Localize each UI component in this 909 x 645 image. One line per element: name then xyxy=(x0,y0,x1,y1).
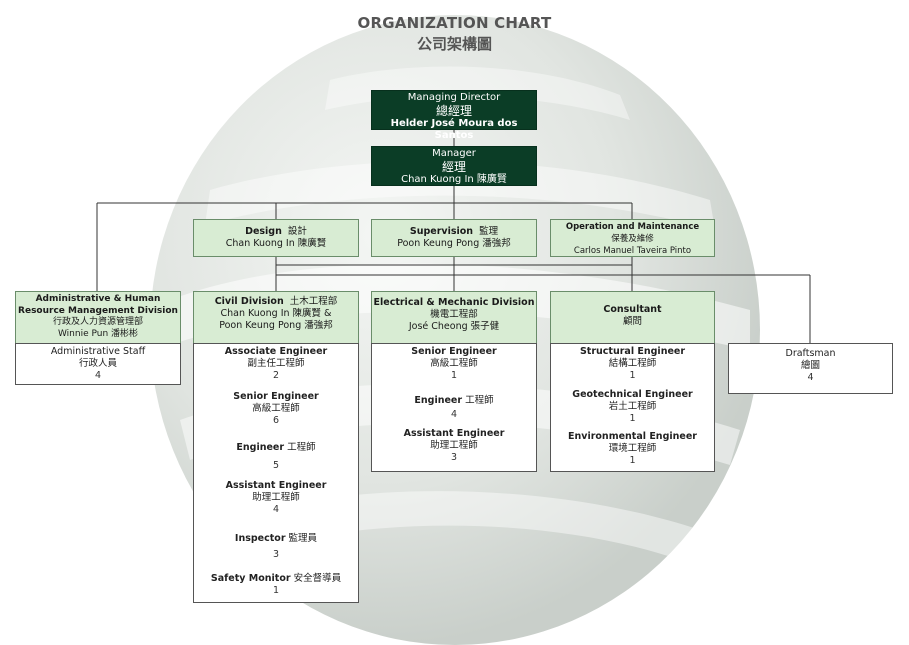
elec-item-title: Engineer xyxy=(414,395,463,406)
elec-item-count: 1 xyxy=(450,370,458,381)
civil-item: Safety Monitor 安全督導員 1 xyxy=(194,573,358,597)
consultant-title: Consultant xyxy=(603,304,662,315)
om-name: Carlos Manuel Taveira Pinto xyxy=(573,246,692,256)
admin-staff-title: Administrative Staff xyxy=(50,346,146,357)
civil-item-title: Engineer xyxy=(236,442,285,453)
design-title-zh: 設計 xyxy=(287,226,307,237)
elec-item: Assistant Engineer 助理工程師 3 xyxy=(372,428,536,464)
civil-division-box: Civil Division 土木工程部 Chan Kuong In 陳廣賢 &… xyxy=(193,291,359,344)
consult-item-title-zh: 結構工程師 xyxy=(608,358,657,369)
civil-item-count: 5 xyxy=(272,460,280,471)
elec-item-title: Senior Engineer xyxy=(411,346,497,357)
consult-item: Geotechnical Engineer 岩土工程師 1 xyxy=(551,389,714,425)
consult-item: Environmental Engineer 環境工程師 1 xyxy=(551,431,714,467)
electrical-division-box: Electrical & Mechanic Division 機電工程部 Jos… xyxy=(371,291,537,344)
civil-head-name-1: Chan Kuong In 陳廣賢 & xyxy=(220,308,332,319)
draftsman-title: Draftsman xyxy=(785,348,836,359)
consult-item-title-zh: 環境工程師 xyxy=(608,443,657,454)
civil-item: Associate Engineer 副主任工程師 2 xyxy=(194,346,358,382)
admin-staff-count: 4 xyxy=(94,370,102,381)
admin-title-line1: Administrative & Human xyxy=(35,294,161,304)
design-title: Design xyxy=(245,226,282,237)
civil-item-title: Safety Monitor xyxy=(210,573,291,584)
managing-director-box: Managing Director 總經理 Helder José Moura … xyxy=(371,90,537,141)
elec-item-count: 4 xyxy=(450,409,458,420)
civil-item-title-zh: 監理員 xyxy=(288,533,318,544)
civil-item-title: Associate Engineer xyxy=(224,346,328,357)
elec-item: Senior Engineer 高級工程師 1 xyxy=(372,346,536,382)
manager-name: Chan Kuong In 陳廣賢 xyxy=(401,174,507,185)
elec-title: Electrical & Mechanic Division xyxy=(373,297,535,308)
supervision-title-zh: 監理 xyxy=(479,226,499,237)
civil-title-zh: 土木工程部 xyxy=(289,296,338,307)
civil-head-name-2: Poon Keung Pong 潘強邦 xyxy=(219,320,333,331)
consult-item-title-zh: 岩土工程師 xyxy=(608,401,657,412)
supervision-name: Poon Keung Pong 潘強邦 xyxy=(397,238,511,249)
chart-title: ORGANIZATION CHART xyxy=(357,14,552,32)
consultant-staff-box: Structural Engineer 結構工程師 1 Geotechnical… xyxy=(550,343,715,472)
admin-title-line2: Resource Management Division xyxy=(18,305,178,316)
elec-head-name: José Cheong 張子健 xyxy=(408,321,500,332)
draftsman-title-zh: 繪圖 xyxy=(800,360,820,371)
operation-maintenance-box: Operation and Maintenance 保養及維修 Carlos M… xyxy=(550,219,715,257)
consult-item-title: Structural Engineer xyxy=(579,346,686,357)
elec-item: Engineer 工程師 4 xyxy=(372,395,536,421)
manager-title: Manager xyxy=(432,148,476,159)
civil-title: Civil Division xyxy=(214,296,284,307)
civil-item-count: 1 xyxy=(272,585,280,596)
consult-item-title: Geotechnical Engineer xyxy=(572,389,693,400)
civil-item-title-zh: 工程師 xyxy=(287,442,316,453)
elec-item-title-zh: 高級工程師 xyxy=(430,358,478,369)
design-box: Design 設計 Chan Kuong In 陳廣賢 xyxy=(193,219,359,257)
consult-item-count: 1 xyxy=(629,455,636,466)
manager-box: Manager 經理 Chan Kuong In 陳廣賢 xyxy=(371,146,537,186)
supervision-title: Supervision xyxy=(409,226,474,237)
civil-item-title-zh: 高級工程師 xyxy=(252,403,300,414)
om-title: Operation and Maintenance xyxy=(565,222,700,232)
consult-item-count: 1 xyxy=(629,413,636,424)
draftsman-box: Draftsman 繪圖 4 xyxy=(728,343,893,394)
consultant-box: Consultant 顧問 xyxy=(550,291,715,344)
civil-item: Engineer 工程師 5 xyxy=(194,442,358,472)
civil-item-title: Senior Engineer xyxy=(233,391,319,402)
admin-division-box: Administrative & Human Resource Manageme… xyxy=(15,291,181,344)
civil-item-count: 2 xyxy=(272,370,280,381)
civil-item: Assistant Engineer 助理工程師 4 xyxy=(194,480,358,516)
civil-item-title-zh: 安全督導員 xyxy=(293,573,342,584)
civil-item-count: 6 xyxy=(272,415,280,426)
civil-staff-box: Associate Engineer 副主任工程師 2 Senior Engin… xyxy=(193,343,359,603)
admin-title-zh: 行政及人力資源管理部 xyxy=(52,317,143,327)
civil-item-count: 4 xyxy=(272,504,280,515)
consultant-title-zh: 顧問 xyxy=(622,316,642,327)
electrical-staff-box: Senior Engineer 高級工程師 1 Engineer 工程師 4 A… xyxy=(371,343,537,472)
admin-head-name: Winnie Pun 潘彬彬 xyxy=(57,328,139,339)
om-title-zh: 保養及維修 xyxy=(611,234,654,244)
draftsman-count: 4 xyxy=(807,372,814,383)
civil-item-title: Inspector xyxy=(234,533,286,544)
elec-title-zh: 機電工程部 xyxy=(430,309,478,320)
admin-staff-title-zh: 行政人員 xyxy=(78,358,117,369)
elec-item-count: 3 xyxy=(450,452,458,463)
elec-item-title: Assistant Engineer xyxy=(403,428,505,439)
design-name: Chan Kuong In 陳廣賢 xyxy=(225,238,327,249)
supervision-box: Supervision 監理 Poon Keung Pong 潘強邦 xyxy=(371,219,537,257)
civil-item-title-zh: 助理工程師 xyxy=(252,492,300,503)
consult-item-count: 1 xyxy=(629,370,636,381)
consult-item: Structural Engineer 結構工程師 1 xyxy=(551,346,714,382)
civil-item-title: Assistant Engineer xyxy=(225,480,327,491)
chart-title-chinese: 公司架構圖 xyxy=(416,35,492,53)
civil-item-title-zh: 副主任工程師 xyxy=(247,358,305,369)
manager-title-zh: 經理 xyxy=(441,160,466,174)
civil-item-count: 3 xyxy=(272,549,280,560)
consult-item-title: Environmental Engineer xyxy=(568,431,697,442)
elec-item-title-zh: 助理工程師 xyxy=(430,440,478,451)
civil-item: Senior Engineer 高級工程師 6 xyxy=(194,391,358,427)
elec-item-title-zh: 工程師 xyxy=(465,395,494,406)
managing-director-name: Helder José Moura dos Santos xyxy=(390,118,518,141)
civil-item: Inspector 監理員 3 xyxy=(194,533,358,561)
managing-director-title-zh: 總經理 xyxy=(435,104,472,118)
admin-staff-box: Administrative Staff 行政人員 4 xyxy=(15,343,181,385)
managing-director-title: Managing Director xyxy=(407,92,501,103)
